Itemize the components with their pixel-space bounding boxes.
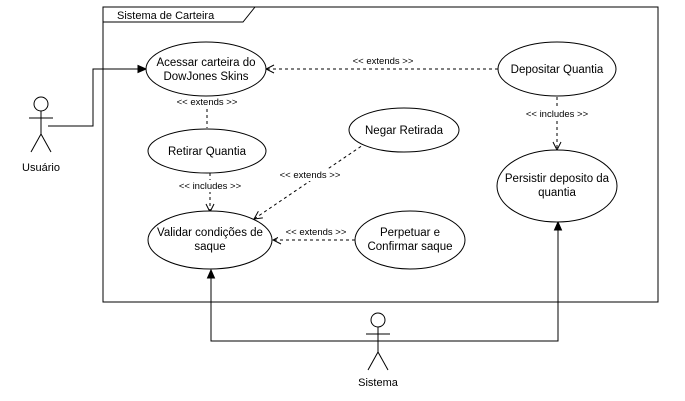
system-boundary-title: Sistema de Carteira (117, 10, 215, 22)
use-case-retirar-line-1: Retirar Quantia (168, 146, 247, 158)
usuario-acessar-association (48, 69, 146, 127)
actor-sistema-figure (366, 312, 390, 371)
use-case-validar-line-1: Validar condições de (157, 227, 263, 239)
actor-usuario-label: Usuário (22, 162, 60, 174)
label-perpetuar-extends-validar: << extends >> (286, 227, 347, 238)
use-case-perpetuar-confirmar (354, 210, 466, 270)
use-case-depositar-line-1: Depositar Quantia (511, 64, 604, 76)
use-case-perpetuar-line-1: Perpetuar e (380, 227, 440, 239)
use-case-acessar-line-1: Acessar carteira do (156, 57, 255, 69)
use-case-persistir-line-1: Persistir deposito da (505, 173, 610, 185)
use-case-negar-retirada (348, 107, 460, 153)
label-retirar-extends-acessar: << extends >> (177, 97, 238, 108)
use-case-acessar-line-2: DowJones Skins (163, 71, 248, 83)
use-case-validar-condicoes (147, 210, 273, 270)
actor-sistema-label: Sistema (358, 377, 399, 389)
sistema-validar-association (211, 270, 378, 342)
label-retirar-includes-validar: << includes >> (179, 181, 242, 192)
system-boundary-tab (102, 6, 256, 23)
use-case-retirar-quantia (147, 128, 267, 174)
sistema-persistir-association (378, 222, 558, 342)
use-case-acessar-carteira (145, 41, 267, 97)
system-boundary-frame (102, 6, 659, 303)
use-case-validar-line-2: saque (194, 241, 225, 253)
use-case-negar-line-1: Negar Retirada (365, 125, 444, 137)
use-case-depositar-quantia (497, 41, 617, 97)
use-case-perpetuar-line-2: Confirmar saque (367, 241, 452, 253)
actor-usuario-figure (29, 96, 53, 153)
use-case-persistir-line-2: quantia (538, 187, 576, 199)
use-case-persistir-deposito (496, 149, 618, 223)
label-depositar-extends-acessar: << extends >> (353, 56, 414, 67)
label-negar-extends-validar: << extends >> (280, 170, 341, 181)
label-depositar-includes-persistir: << includes >> (526, 109, 589, 120)
